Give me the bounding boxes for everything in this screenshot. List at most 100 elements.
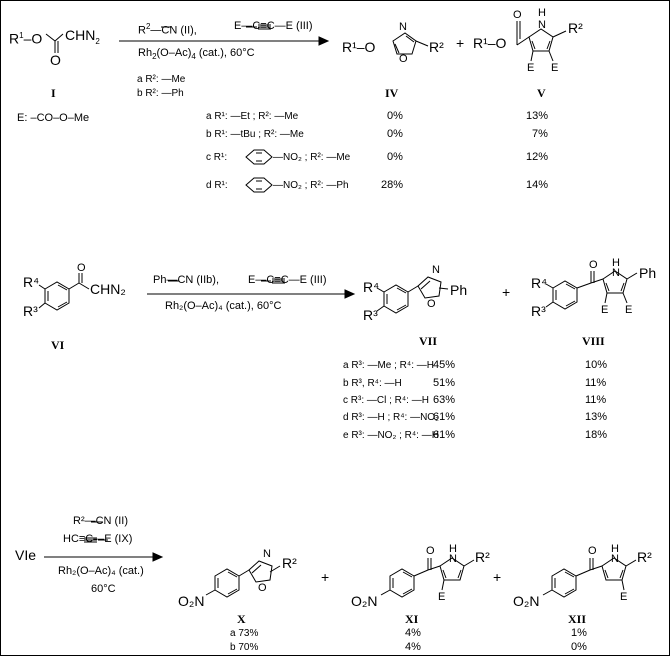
row-1c-v: 12% — [526, 151, 549, 163]
VIII-E1: E — [601, 304, 609, 316]
V-carbonyl-o: O — [513, 9, 522, 21]
catalyst-3: Rh₂(O–Ac)₄ (cat.) — [58, 565, 144, 577]
XII-r2: R² — [637, 549, 652, 565]
oxazole-VII — [376, 276, 449, 314]
oxazole-IV-ring — [392, 32, 429, 55]
VI-r3: R³ — [23, 303, 38, 319]
substituent-b: b R²: —Ph — [137, 88, 184, 99]
row-3b-xii: 0% — [571, 641, 587, 653]
reagent-nitrile-1: R2—CN (II), — [138, 22, 197, 37]
row-3b: b 70% — [230, 642, 259, 653]
start-VIe: VIe — [15, 547, 37, 563]
X-o2n: O₂N — [178, 593, 205, 609]
VIII-Ph: Ph — [639, 265, 657, 281]
plus-3b: + — [493, 569, 502, 585]
row-1d-v: 14% — [526, 179, 549, 191]
VII-r4: R⁴ — [363, 279, 380, 295]
row-2c-viii: 11% — [585, 394, 607, 406]
pyrrole-XI — [380, 557, 475, 598]
reaction-arrow-1 — [119, 24, 330, 46]
row-3a-xi: 4% — [405, 627, 421, 639]
plus-2: + — [502, 284, 511, 300]
V-nh-h: H — [538, 7, 546, 19]
reagent-alkyne-2: E—C≡C—E (III) — [248, 274, 327, 286]
IV-r1o: R¹–O — [342, 39, 376, 55]
VIII-E2: E — [625, 304, 633, 316]
row-2c: c R³: —Cl ; R⁴: —H — [343, 395, 429, 406]
X-r2: R² — [282, 555, 297, 571]
row-1c-iv: 0% — [387, 151, 403, 163]
VIII-h: H — [612, 257, 620, 269]
pyrrole-V-ring — [516, 21, 567, 62]
X-O: O — [258, 582, 267, 594]
row-1a-v: 13% — [526, 110, 549, 122]
row-1d-rest: —NO₂ ; R²: —Ph — [273, 180, 349, 191]
IV-N: N — [399, 21, 407, 33]
reaction-arrow-3 — [44, 521, 164, 562]
XI-n: N — [449, 553, 457, 565]
VIII-n: N — [612, 267, 620, 279]
XI-r2: R² — [475, 549, 490, 565]
X-N: N — [263, 548, 271, 560]
row-benzene-rings — [245, 149, 273, 193]
label-VII: VII — [419, 334, 438, 348]
label-XI: XI — [405, 612, 419, 626]
label-VIII: VIII — [582, 334, 605, 348]
compound-I-bonds — [45, 33, 64, 53]
label-IV: IV — [385, 86, 399, 100]
reagent-nitrile-3: R²—CN (II) — [73, 515, 128, 527]
row-1b-iv: 0% — [387, 128, 403, 140]
row-1d: d R¹: — [206, 180, 228, 191]
reaction-arrow-2 — [147, 278, 356, 299]
label-X: X — [237, 612, 246, 626]
row-2a: a R³: —Me ; R⁴: —H — [343, 360, 434, 371]
row-2e-viii: 18% — [585, 429, 608, 441]
VIII-r4: R⁴ — [531, 275, 548, 291]
row-2a-vii: 45% — [433, 359, 456, 371]
plus-1: + — [456, 35, 465, 51]
row-2d-viii: 13% — [585, 411, 608, 423]
VIII-o: O — [589, 259, 598, 271]
VII-r3: R³ — [363, 307, 378, 323]
XII-n: N — [611, 553, 619, 565]
row-2a-viii: 10% — [585, 359, 608, 371]
compound-I-carbonyl-o: O — [50, 52, 61, 68]
temp-3: 60°C — [91, 583, 116, 595]
pyrrole-XII — [542, 557, 637, 598]
VI-chn2: CHN₂ — [90, 281, 126, 297]
label-V: V — [537, 86, 546, 100]
XII-E: E — [620, 591, 628, 603]
catalyst-2: Rh₂(O–Ac)₄ (cat.), 60°C — [165, 300, 282, 312]
V-E2: E — [551, 62, 559, 74]
row-2d-vii: 61% — [433, 411, 456, 423]
row-1c: c R¹: — [206, 152, 228, 163]
plus-3a: + — [321, 569, 330, 585]
oxazole-X — [205, 560, 281, 598]
compound-I-chn2: CHN2 — [65, 27, 100, 46]
row-2b-viii: 11% — [585, 377, 607, 389]
ester-definition: E: –CO–O–Me — [17, 112, 90, 124]
VII-O: O — [427, 298, 436, 310]
XII-o: O — [588, 545, 597, 557]
row-1a: a R¹: —Et ; R²: —Me — [206, 111, 299, 122]
row-1b-v: 7% — [532, 128, 548, 140]
pyrrole-VIII — [545, 270, 638, 310]
V-nh-n: N — [538, 19, 546, 31]
reagent-alkyne-1: E—C≡C—E (III) — [234, 20, 313, 32]
IV-r2: R² — [429, 39, 444, 55]
VII-N: N — [432, 264, 440, 276]
row-1d-iv: 28% — [381, 179, 404, 191]
reagent-alkyne-3: HC≡C—E (IX) — [63, 533, 133, 545]
row-2d: d R³: —H ; R⁴: —NO₂ — [343, 412, 439, 423]
row-1c-rest: —NO₂ ; R²: —Me — [273, 152, 351, 163]
reagent-nitrile-2: Ph—CN (IIb), — [153, 274, 220, 286]
VI-o: O — [77, 262, 86, 274]
row-3a-xii: 1% — [571, 627, 587, 639]
row-2b-vii: 51% — [433, 377, 456, 389]
XII-o2n: O₂N — [513, 593, 540, 609]
row-2b: b R³, R⁴: —H — [343, 378, 402, 389]
V-r2: R² — [568, 20, 583, 36]
VII-Ph: Ph — [450, 282, 468, 298]
IV-O: O — [399, 53, 408, 65]
